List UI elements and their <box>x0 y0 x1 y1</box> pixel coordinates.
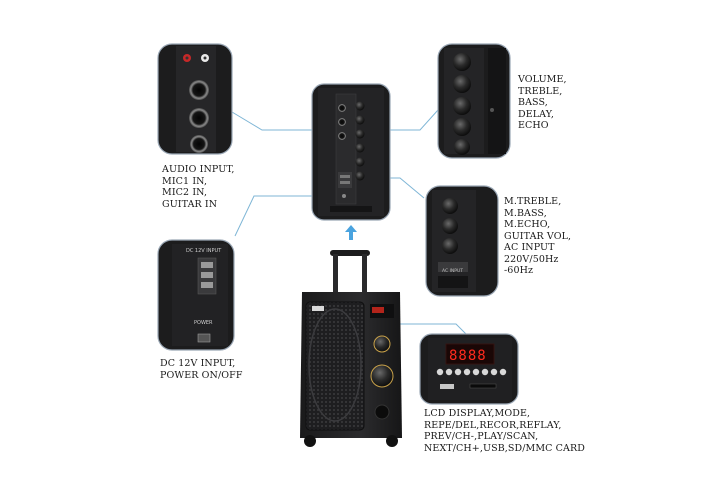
caption-line: GUITAR VOL, <box>504 230 572 242</box>
caption-line: BASS, <box>518 97 548 108</box>
caption-line: DELAY, <box>518 108 555 120</box>
ac-input-label: AC INPUT <box>442 268 463 274</box>
caption-line: TREBLE, <box>518 85 563 97</box>
mic1-jack <box>189 80 209 100</box>
trolley-speaker <box>300 250 402 447</box>
volume-knob <box>453 53 471 71</box>
caption-line: GUITAR IN <box>162 198 218 210</box>
caption-audio-inputs: AUDIO INPUT, MIC1 IN, MIC2 IN, GUITAR IN <box>162 164 235 210</box>
caption-line: 220V/50Hz <box>504 253 559 265</box>
caption-media: LCD DISPLAY,MODE, REPE/DEL,RECOR,REFLAY,… <box>424 408 585 454</box>
caption-line: REPE/DEL,RECOR,REFLAY, <box>424 419 562 431</box>
caption-line: VOLUME, <box>518 74 567 85</box>
bass-knob <box>453 97 471 115</box>
echo-knob <box>454 139 470 155</box>
usb-port <box>440 384 454 389</box>
caption-main-controls: VOLUME, TREBLE, BASS, DELAY, ECHO <box>518 74 567 132</box>
audio-input-panel <box>157 43 233 155</box>
caption-line: POWER ON/OFF <box>160 369 243 381</box>
m-treble-knob <box>442 198 458 214</box>
dc-input-label: DC 12V INPUT <box>186 248 222 254</box>
caption-line: MIC2 IN, <box>162 187 208 198</box>
caption-line: MIC1 IN, <box>162 175 208 187</box>
guitar-jack <box>190 135 208 153</box>
caption-line: ECHO <box>518 120 549 131</box>
m-echo-knob <box>442 238 458 254</box>
mic2-jack <box>189 108 209 128</box>
media-player-panel <box>419 333 519 405</box>
button-row <box>436 368 507 376</box>
caption-line: -60Hz <box>504 265 534 276</box>
caption-mic-controls: M.TREBLE, M.BASS, M.ECHO, GUITAR VOL, AC… <box>504 196 571 277</box>
caption-line: LCD DISPLAY,MODE, <box>424 408 531 419</box>
mic-knob-panel <box>425 185 499 297</box>
caption-line: NEXT/CH+,USB,SD/MMC CARD <box>424 442 585 454</box>
caption-line: M.ECHO, <box>504 219 551 230</box>
caption-line: AUDIO INPUT, <box>162 164 235 175</box>
caption-power: DC 12V INPUT, POWER ON/OFF <box>160 358 243 381</box>
m-bass-knob <box>442 218 458 234</box>
caption-line: M.TREBLE, <box>504 196 562 207</box>
lcd-readout: 8888 <box>449 348 487 364</box>
caption-line: DC 12V INPUT, <box>160 358 236 369</box>
caption-line: M.BASS, <box>504 207 547 219</box>
power-label: POWER <box>194 320 213 326</box>
caption-line: PREV/CH-,PLAY/SCAN, <box>424 431 539 442</box>
up-arrow-icon <box>345 225 357 240</box>
caption-line: AC INPUT <box>504 242 555 253</box>
back-panel-overview <box>311 83 391 221</box>
treble-knob <box>453 75 471 93</box>
delay-knob <box>453 118 471 136</box>
power-switch <box>197 333 211 343</box>
sd-slot <box>469 383 497 389</box>
main-knob-panel <box>437 43 511 159</box>
dc-power-panel <box>157 239 235 351</box>
